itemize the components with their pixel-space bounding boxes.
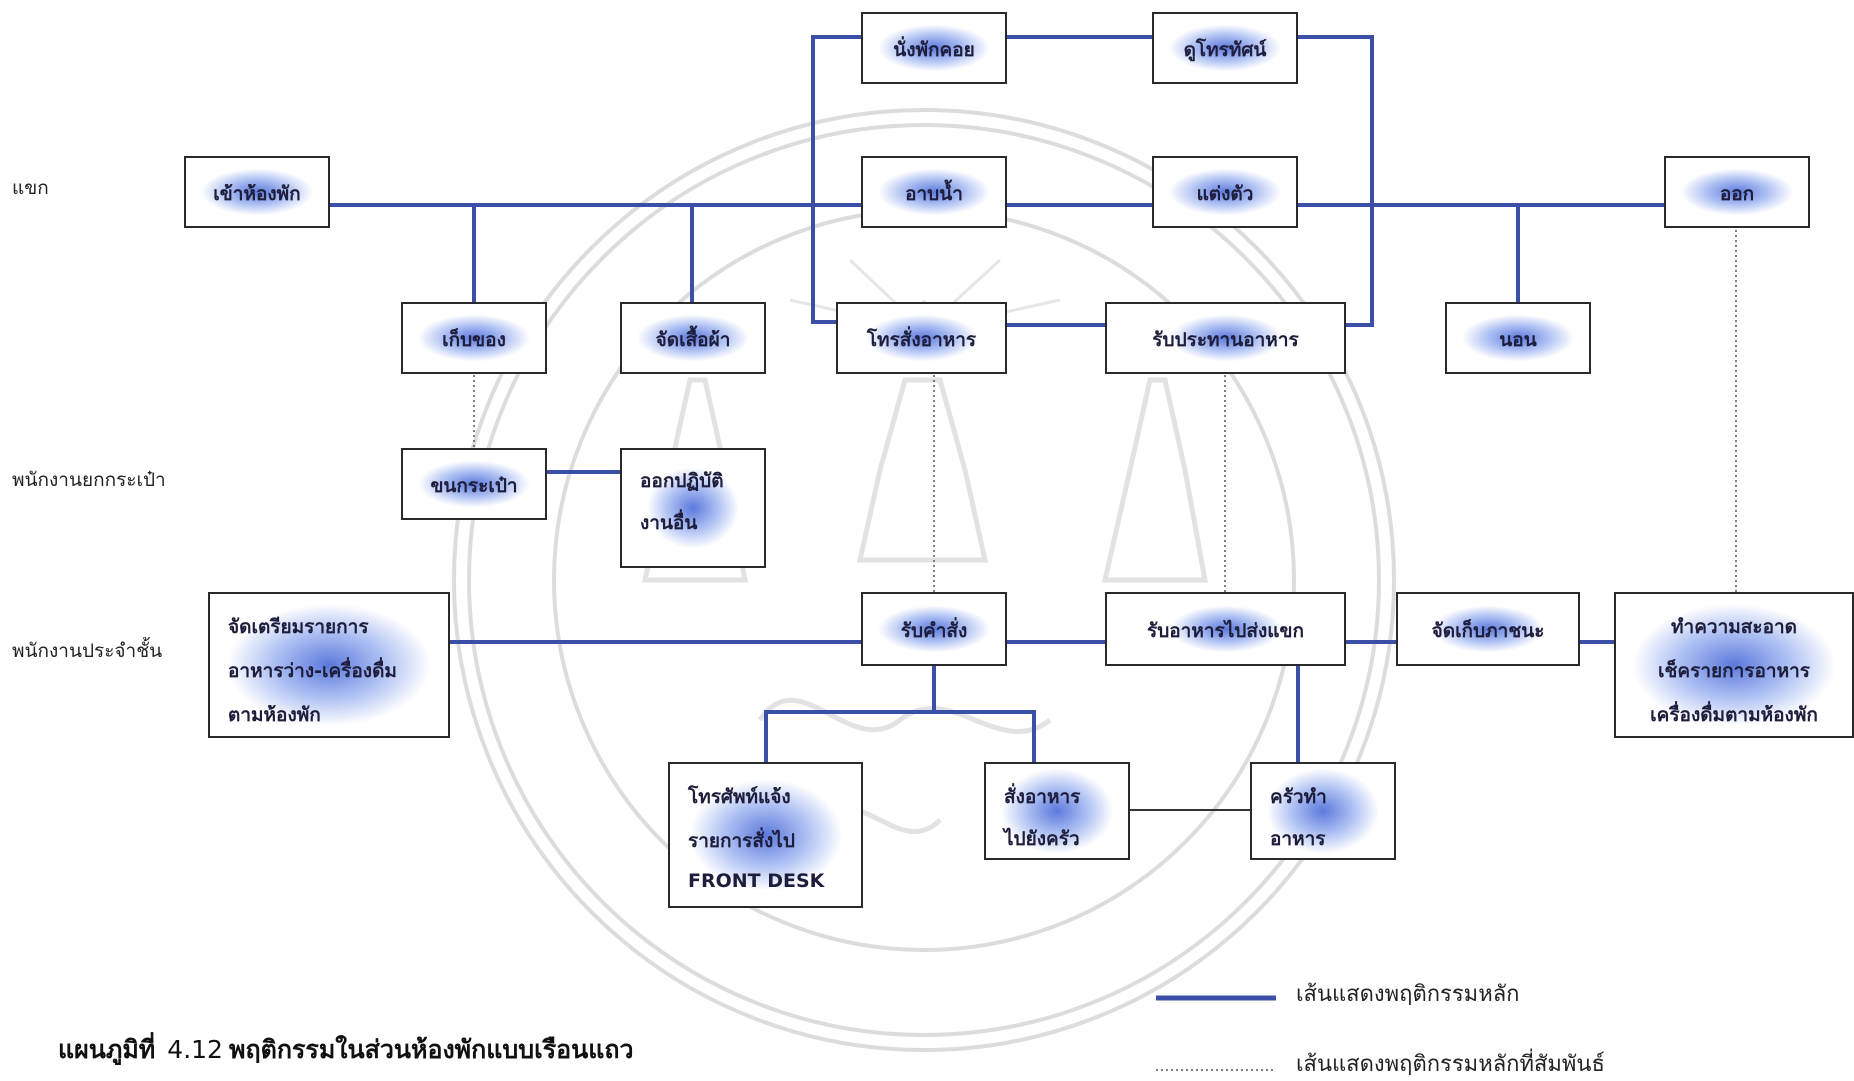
legend-main-line — [1156, 995, 1276, 1001]
box-notify-front-desk: โทรศัพท์แจ้ง รายการสั่งไป FRONT DESK — [668, 762, 863, 908]
box-enter-room: เข้าห้องพัก — [184, 156, 330, 228]
box-take-order: รับคำสั่ง — [861, 592, 1007, 666]
row-label-bellman: พนักงานยกกระเป๋า — [12, 469, 166, 491]
box-store-items: เก็บของ — [401, 302, 547, 374]
legend-main-label: เส้นแสดงพฤติกรรมหลัก — [1296, 982, 1520, 1007]
box-dress: แต่งตัว — [1152, 156, 1298, 228]
legend-related-line — [1156, 1069, 1276, 1071]
box-kitchen-cook: ครัวทำ อาหาร — [1250, 762, 1396, 860]
box-other-duty: ออกปฏิบัติ งานอื่น — [620, 448, 766, 568]
box-watch-tv: ดูโทรทัศน์ — [1152, 12, 1298, 84]
box-arrange-clothes: จัดเสื้อผ้า — [620, 302, 766, 374]
box-clean-room: ทำความสะอาด เช็ครายการอาหาร เครื่องดื่มต… — [1614, 592, 1854, 738]
row-label-guest: แขก — [12, 177, 49, 199]
box-collect-dishes: จัดเก็บภาชนะ — [1396, 592, 1580, 666]
caption-label: แผนภูมิที่ — [58, 1035, 156, 1064]
row-label-floor-staff: พนักงานประจำชั้น — [12, 640, 163, 662]
box-send-to-kitchen: สั่งอาหาร ไปยังครัว — [984, 762, 1130, 860]
box-carry-bags: ขนกระเป๋า — [401, 448, 547, 520]
box-bath: อาบน้ำ — [861, 156, 1007, 228]
box-lounge: นั่งพักคอย — [861, 12, 1007, 84]
box-prepare-menu: จัดเตรียมรายการ อาหารว่าง-เครื่องดื่ม ตา… — [208, 592, 450, 738]
caption-title: พฤติกรรมในส่วนห้องพักแบบเรือนแถว — [228, 1035, 634, 1064]
box-deliver-food: รับอาหารไปส่งแขก — [1105, 592, 1346, 666]
box-leave: ออก — [1664, 156, 1810, 228]
box-eat: รับประทานอาหาร — [1105, 302, 1346, 374]
legend-related-label: เส้นแสดงพฤติกรรมหลักที่สัมพันธ์ — [1296, 1052, 1605, 1077]
caption-number: 4.12 — [167, 1035, 223, 1064]
box-phone-order: โทรสั่งอาหาร — [836, 302, 1007, 374]
box-sleep: นอน — [1445, 302, 1591, 374]
